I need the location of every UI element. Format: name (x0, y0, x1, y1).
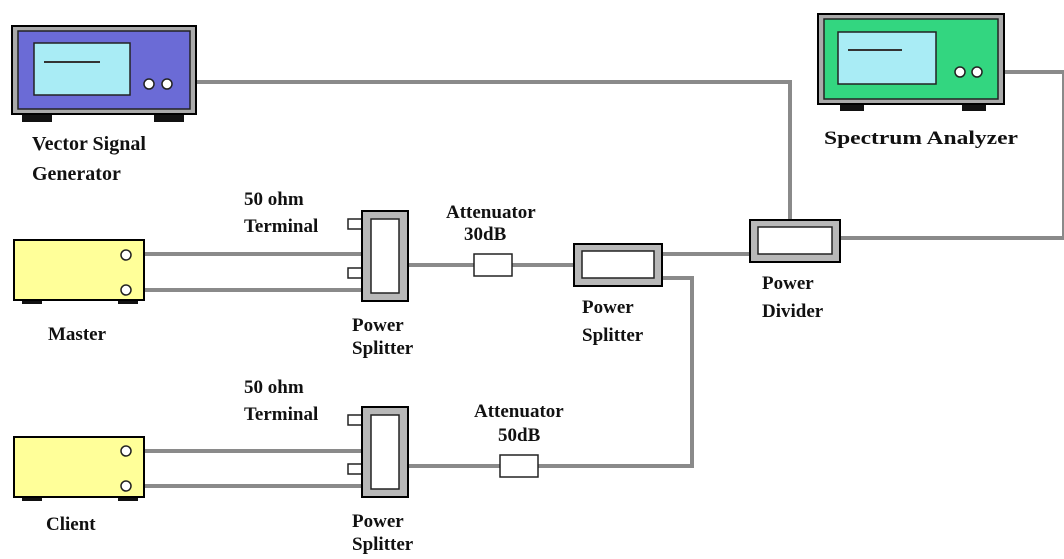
terminal-stub-bottom (347, 414, 363, 426)
attenuator-50db-label-line2: 50dB (498, 425, 541, 446)
splitter-bottom-label-line2: Splitter (352, 534, 414, 555)
attenuator-30db: Attenuator 30dB (446, 202, 536, 277)
attenuator-30db-label-line1: Attenuator (446, 202, 536, 223)
generator-label-line2: Generator (32, 163, 121, 185)
generator-label-line1: Vector Signal (32, 133, 146, 155)
master-station: Master (13, 239, 145, 345)
wiring (132, 70, 1064, 488)
analyzer-label: Spectrum Analyzer (824, 128, 1019, 149)
splitter-bottom-window (370, 414, 400, 490)
attenuator-30db-body (473, 253, 513, 277)
power-splitter-middle: Power Splitter (573, 243, 663, 346)
divider-window (757, 226, 833, 255)
master-port-1 (120, 249, 132, 261)
splitter-middle-window (581, 250, 655, 279)
power-divider: Power Divider (749, 219, 841, 322)
analyzer-port-1 (954, 66, 966, 78)
splitter-bottom-label-line1: Power (352, 511, 404, 532)
terminal-stub-top (347, 218, 363, 230)
power-splitter-bottom: Power Splitter (347, 406, 414, 555)
analyzer-screen (837, 31, 937, 85)
client-port-1 (120, 445, 132, 457)
terminal-top-label-line1: 50 ohm (244, 189, 304, 210)
splitter-middle-label-line1: Power (582, 297, 634, 318)
splitter-top-window (370, 218, 400, 294)
master-label: Master (48, 324, 107, 345)
attenuator-50db-label-line1: Attenuator (474, 401, 564, 422)
power-splitter-top: Power Splitter (347, 210, 414, 359)
terminal-top-label-line2: Terminal (244, 216, 318, 237)
analyzer-port-2 (971, 66, 983, 78)
client-port-2 (120, 480, 132, 492)
terminal-bottom-label-line1: 50 ohm (244, 377, 304, 398)
divider-label-line1: Power (762, 273, 814, 294)
attenuator-30db-label-line2: 30dB (464, 224, 507, 245)
splitter-top-port (347, 267, 363, 279)
divider-label-line2: Divider (762, 301, 824, 322)
splitter-middle-label-line2: Splitter (582, 325, 644, 346)
vector-signal-generator: Vector Signal Generator (11, 25, 197, 185)
splitter-top-label-line1: Power (352, 315, 404, 336)
wire-analyzer-to-divider (840, 70, 1064, 240)
wire-generator-to-divider (178, 80, 792, 224)
generator-port-2 (161, 78, 173, 90)
terminal-bottom-label-line2: Terminal (244, 404, 318, 425)
splitter-bottom-port (347, 463, 363, 475)
splitter-top-label-line2: Splitter (352, 338, 414, 359)
wire-att50-to-mid-splitter (538, 276, 694, 468)
analyzer-foot-right (962, 101, 986, 111)
generator-port-1 (143, 78, 155, 90)
client-label: Client (46, 514, 96, 535)
client-station: Client (13, 436, 145, 535)
master-port-2 (120, 284, 132, 296)
attenuator-50db-body (499, 454, 539, 478)
generator-screen (33, 42, 131, 96)
generator-foot-left (22, 112, 52, 122)
attenuator-50db: Attenuator 50dB (474, 401, 564, 478)
generator-foot-right (154, 112, 184, 122)
spectrum-analyzer: Spectrum Analyzer (817, 13, 1019, 149)
analyzer-foot-left (840, 101, 864, 111)
